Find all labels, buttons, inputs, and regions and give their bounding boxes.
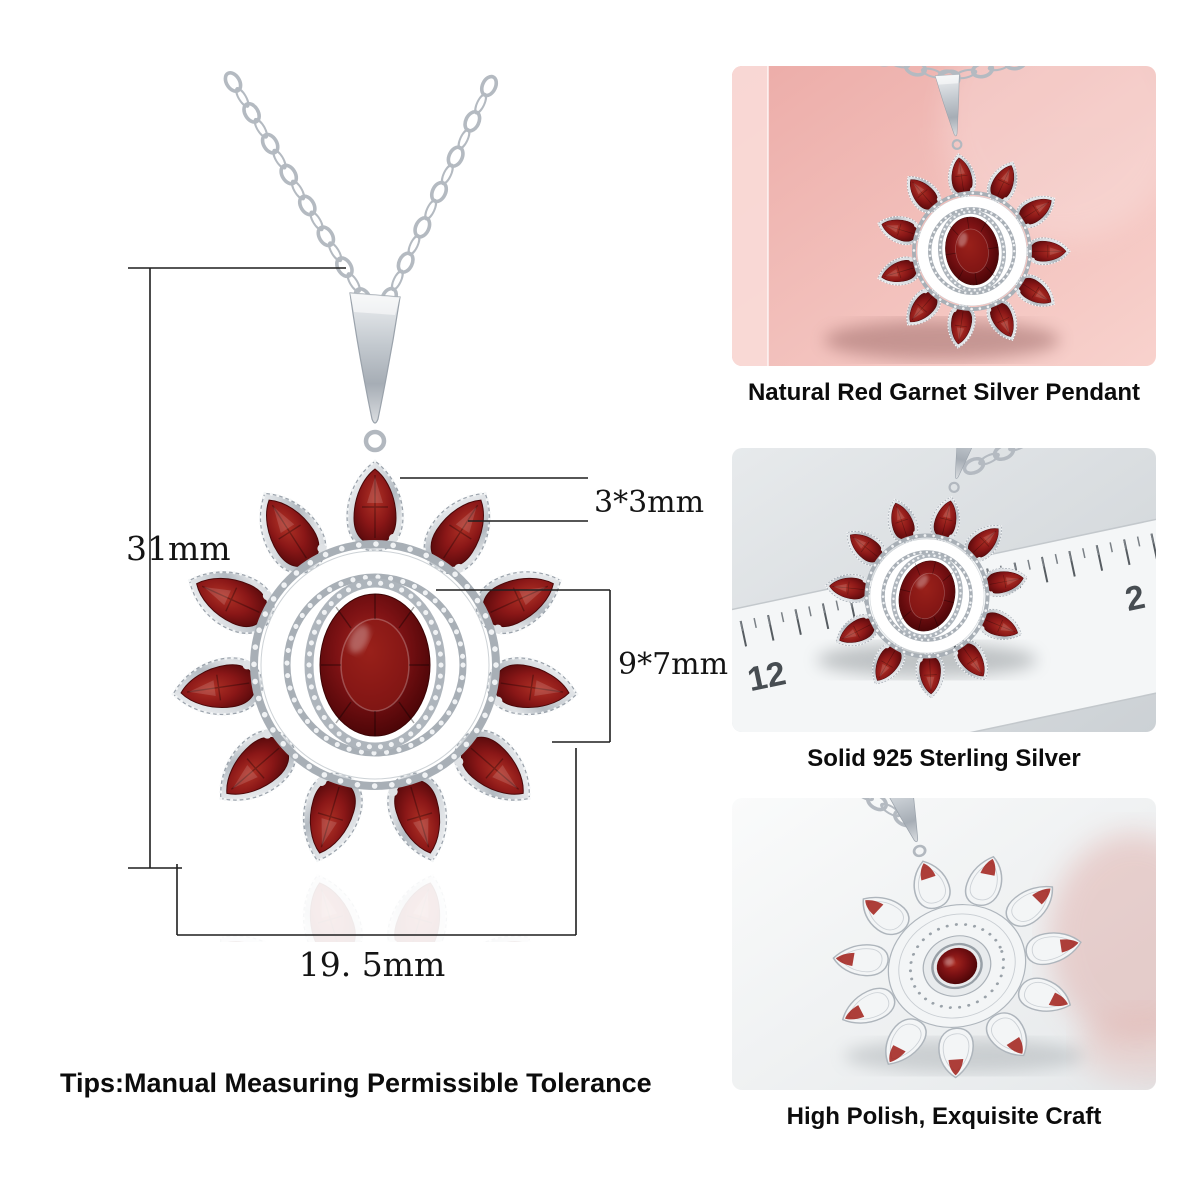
gallery-photo-ruler: 12 1 2 Solid 925 Sterling Silver <box>732 448 1156 773</box>
measurement-diagram: 31mm 3*3mm 9*7mm 19. 5mm <box>126 68 728 1200</box>
dimension-center-stone-lines <box>436 589 611 743</box>
center-stone-measurement-label: 9*7mm <box>618 647 728 682</box>
gallery-caption-2: Solid 925 Sterling Silver <box>807 745 1081 772</box>
dimension-height-lines <box>128 267 346 869</box>
height-measurement-label: 31mm <box>126 529 231 568</box>
gallery-caption-3: High Polish, Exquisite Craft <box>786 1103 1102 1130</box>
gallery-photo-back-view: High Polish, Exquisite Craft <box>732 798 1156 1131</box>
pendant-bail <box>350 293 400 450</box>
necklace-chain-left <box>220 68 376 312</box>
necklace-chain-right <box>377 72 501 312</box>
pendant-front <box>169 293 581 869</box>
ruler-number-12: 12 <box>744 654 789 699</box>
width-measurement-label: 19. 5mm <box>299 945 446 984</box>
dimension-width-lines <box>176 748 577 936</box>
gift-box-edge <box>732 66 768 366</box>
gallery-photo-pink-background: Natural Red Garnet Silver Pendant <box>732 66 1156 407</box>
photo-pendant-on-pink <box>732 66 1156 366</box>
dimension-small-stone-lines <box>400 477 588 522</box>
tips-note: Tips:Manual Measuring Permissible Tolera… <box>60 1068 652 1098</box>
small-stone-measurement-label: 3*3mm <box>594 485 704 520</box>
pink-reflection <box>1049 833 1156 1043</box>
photo-pendant-on-ruler: 12 1 2 <box>732 448 1156 732</box>
photo-pendant-back <box>732 798 1156 1090</box>
dimension-lines <box>128 267 611 936</box>
gallery-caption-1: Natural Red Garnet Silver Pendant <box>747 379 1141 406</box>
pendant-flower <box>169 461 581 869</box>
pendant-shadow <box>824 320 1060 360</box>
